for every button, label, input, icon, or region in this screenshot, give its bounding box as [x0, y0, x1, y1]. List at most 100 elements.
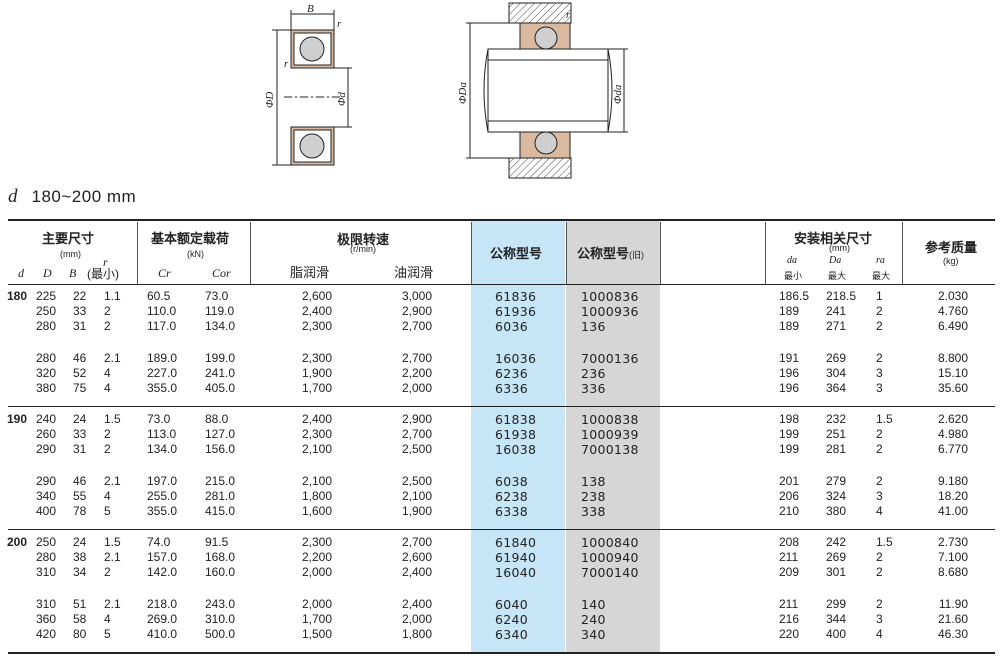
cell-r: 2.1: [104, 597, 121, 611]
cell-grease: 1,600: [301, 504, 332, 518]
cell-D: 380: [36, 381, 57, 395]
bearing-mount-right: [466, 2, 628, 179]
cell-model-old: 138: [581, 474, 606, 489]
cell-grease: 2,300: [301, 427, 332, 441]
cell-model-old: 340: [581, 627, 606, 642]
header-bottom-rule: [8, 284, 995, 285]
cell-ra: 1.5: [876, 412, 893, 426]
header-mount: 安装相关尺寸: [794, 231, 873, 246]
cell-ra: 2: [876, 474, 883, 488]
cell-cr: 218.0: [147, 597, 178, 611]
cell-oil: 1,800: [401, 627, 432, 641]
col-r-min: (最小): [87, 267, 119, 281]
cell-mass: 41.00: [937, 504, 968, 518]
cell-ra: 2: [876, 565, 883, 579]
cell-model-old: 236: [581, 366, 606, 381]
header-sep: [902, 222, 903, 284]
header-mount-unit: (mm): [829, 243, 850, 253]
cell-Da: 251: [826, 427, 847, 441]
table-bottom-rule: [8, 652, 995, 654]
cell-grease: 2,100: [301, 442, 332, 456]
cell-cor: 241.0: [205, 366, 236, 380]
cell-D: 290: [36, 474, 57, 488]
cell-model-old: 136: [581, 319, 606, 334]
cell-mass: 21.60: [937, 612, 968, 626]
cell-oil: 2,700: [401, 427, 432, 441]
cell-cr: 142.0: [147, 565, 178, 579]
col-ra-max: 最大: [872, 271, 891, 281]
cell-grease: 2,100: [301, 474, 332, 488]
cell-r: 2.1: [104, 351, 121, 365]
cell-da: 196: [779, 381, 800, 395]
dim-da: Φda: [612, 84, 624, 104]
cell-model: 61938: [495, 427, 537, 442]
cell-mass: 7.100: [937, 550, 968, 564]
cell-oil: 2,500: [401, 442, 432, 456]
cell-oil: 2,700: [401, 535, 432, 549]
cell-r: 2: [104, 319, 111, 333]
cell-oil: 2,500: [401, 474, 432, 488]
cell-oil: 2,400: [401, 565, 432, 579]
header-main-dims-unit: (mm): [60, 249, 81, 259]
cell-cr: 269.0: [147, 612, 178, 626]
cell-Da: 269: [826, 550, 847, 564]
col-grease: 脂润滑: [290, 265, 330, 280]
cell-Da: 232: [826, 412, 847, 426]
cell-B: 80: [73, 627, 87, 641]
cell-ra: 2: [876, 442, 883, 456]
col-B: B: [69, 266, 77, 280]
cell-r: 2: [104, 427, 111, 441]
bearing-diagram: B r r ΦD Φd r ΦDa Φda: [264, 2, 628, 179]
col-r: r: [103, 255, 108, 269]
cell-model-old: 240: [581, 612, 606, 627]
cell-Da: 344: [826, 612, 847, 626]
cell-ra: 1: [876, 289, 883, 303]
cell-r: 4: [104, 489, 111, 503]
cell-B: 75: [73, 381, 87, 395]
cell-da: 220: [779, 627, 800, 641]
cell-da: 211: [779, 550, 799, 564]
cell-cr: 355.0: [147, 504, 178, 518]
cell-da: 211: [779, 597, 799, 611]
cell-D: 310: [36, 565, 57, 579]
cell-mass: 15.10: [937, 366, 968, 380]
cell-D: 420: [36, 627, 57, 641]
cell-model-old: 1000836: [581, 289, 639, 304]
cell-cor: 243.0: [205, 597, 236, 611]
cell-ra: 4: [876, 504, 883, 518]
cell-model-old: 336: [581, 381, 606, 396]
cell-oil: 1,900: [401, 504, 432, 518]
cell-oil: 2,400: [401, 597, 432, 611]
group-divider-2: [8, 529, 995, 530]
cell-da: 196: [779, 366, 800, 380]
cell-mass: 6.490: [937, 319, 968, 333]
cell-Da: 271: [826, 319, 847, 333]
cell-mass: 2.030: [937, 289, 968, 303]
dim-Da: ΦDa: [457, 82, 469, 104]
cell-model-old: 7000140: [581, 565, 639, 580]
cell-model-old: 238: [581, 489, 606, 504]
header-sep: [137, 222, 138, 284]
cell-cor: 156.0: [205, 442, 236, 456]
cell-r: 5: [104, 504, 111, 518]
cell-r: 1.5: [104, 412, 121, 426]
cell-mass: 18.20: [937, 489, 968, 503]
cell-Da: 304: [826, 366, 847, 380]
header-mass-unit: (kg): [943, 256, 959, 266]
cell-model: 61838: [495, 412, 537, 427]
cell-grease: 1,500: [301, 627, 332, 641]
cell-cr: 157.0: [147, 550, 178, 564]
cell-grease: 2,400: [301, 304, 332, 318]
cell-oil: 2,000: [401, 612, 432, 626]
cell-da: 199: [779, 442, 800, 456]
cell-Da: 281: [826, 442, 847, 456]
group-divider-1: [8, 406, 995, 407]
cell-model-old: 338: [581, 504, 606, 519]
cell-oil: 2,100: [401, 489, 432, 503]
cell-B: 24: [73, 535, 87, 549]
